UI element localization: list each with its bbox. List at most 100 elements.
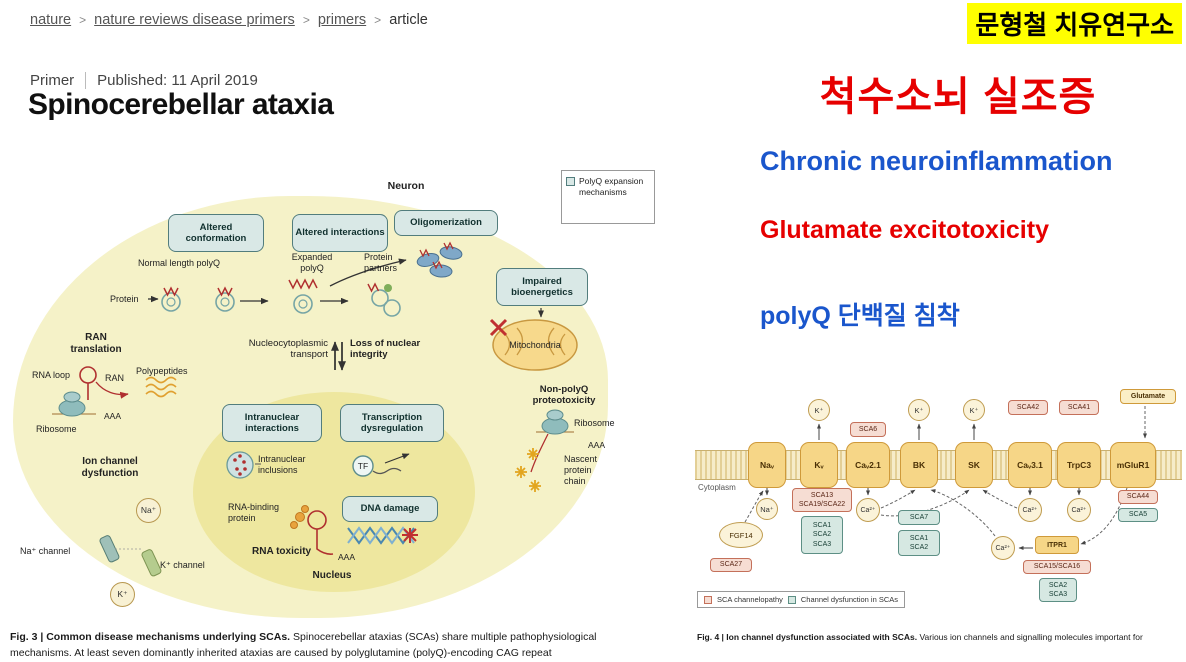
label-expanded-polyq: Expanded polyQ [291, 252, 333, 273]
dna-damage-icon [347, 526, 418, 545]
figure-4-caption: Fig. 4 | Ion channel dysfunction associa… [697, 632, 1186, 642]
sodium-ion-badge: Na⁺ [136, 498, 161, 523]
badge-line: SCA13 [810, 491, 834, 499]
article-type: Primer [30, 72, 75, 89]
potassium-ion-badge: K⁺ [110, 582, 135, 607]
breadcrumb-link-journal[interactable]: nature reviews disease primers [94, 12, 295, 28]
channel-kv: Kᵥ [800, 442, 838, 488]
sca6-badge: SCA6 [850, 422, 886, 437]
label-protein: Protein [110, 294, 139, 304]
label-protein-partners: Protein partners [364, 252, 398, 273]
box-intranuclear-interactions: Intranuclear interactions [222, 404, 322, 442]
channel-trpc3: TrpC3 [1057, 442, 1101, 488]
ribosome-icon [52, 391, 96, 417]
breadcrumb: nature > nature reviews disease primers > pr… [30, 12, 428, 28]
breadcrumb-link-nature[interactable]: nature [30, 12, 72, 28]
calcium-ion-badge: Ca²⁺ [991, 536, 1015, 560]
figure-4: Cytoplasm Naᵥ Kᵥ Caᵥ2.1 BK SK Caᵥ3.1 Trp… [695, 388, 1182, 616]
potassium-ion-badge: K⁺ [808, 399, 830, 421]
breadcrumb-separator: > [374, 13, 382, 27]
label-nascent-protein-chain: Nascent protein chain [564, 454, 598, 486]
published-date: Published: 11 April 2019 [97, 72, 258, 89]
label-mitochondria: Mitochondria [509, 340, 561, 350]
channelopathy-legend-swatch [704, 595, 712, 604]
figure-3-caption-text: Spinocerebellar ataxias (SCAs) share mul… [290, 631, 597, 643]
sca1-sca2-sca3-badge: SCA1 SCA2 SCA3 [801, 516, 843, 554]
itpr1-badge: ITPR1 [1035, 536, 1079, 554]
label-aaa-nucleus: AAA [338, 552, 356, 562]
nascent-chain-icon [515, 433, 549, 492]
channel-mglur1: mGluR1 [1110, 442, 1156, 488]
figure-3-caption-title: Fig. 3 | Common disease mechanisms under… [10, 631, 291, 643]
label-rna-loop: RNA loop [32, 370, 71, 380]
label-tf: TF [357, 461, 369, 471]
polyq-legend-swatch [566, 177, 575, 186]
sca41-badge: SCA41 [1059, 400, 1099, 415]
label-rna-toxicity: RNA toxicity [252, 546, 312, 557]
bullet-excitotoxicity: Glutamate excitotoxicity [760, 216, 1049, 244]
figure-3-legend: PolyQ expansion mechanisms [561, 170, 655, 224]
badge-line: SCA3 [812, 540, 832, 548]
label-ribosome-left: Ribosome [36, 424, 77, 434]
fgf14-badge: FGF14 [719, 522, 763, 548]
sca2-sca3-badge: SCA2 SCA3 [1039, 578, 1077, 602]
box-transcription-dysregulation: Transcription dysregulation [340, 404, 444, 442]
calcium-ion-badge: Ca²⁺ [1018, 498, 1042, 522]
nonpolyq-ribosome-icon [536, 409, 574, 435]
ion-flow-arrows [765, 423, 1081, 550]
breadcrumb-link-primers[interactable]: primers [317, 12, 367, 28]
label-aaa-left: AAA [104, 411, 122, 421]
dysfunction-legend-swatch [787, 595, 796, 604]
label-intranuclear-inclusions: Intranuclear inclusions [258, 454, 306, 475]
label-loss-of-nuclear-integrity: Loss of nuclear integrity [350, 338, 421, 361]
breadcrumb-separator: > [79, 13, 87, 27]
flow-arrows [148, 258, 407, 305]
sca27-badge: SCA27 [710, 558, 752, 572]
label-ribosome-right: Ribosome [574, 418, 615, 428]
potassium-ion-badge: K⁺ [963, 399, 985, 421]
figure-4-legend: SCA channelopathy Channel dysfunction in… [697, 591, 906, 608]
page-title: Spinocerebellar ataxia [28, 88, 334, 121]
ion-channel-icons [99, 535, 162, 577]
rna-loop-icon [79, 366, 129, 400]
badge-line: SCA2 [909, 544, 929, 551]
sca5-badge: SCA5 [1118, 508, 1158, 522]
breadcrumb-current-article: article [389, 12, 428, 28]
research-lab-banner: 문형철 치유연구소 [967, 3, 1182, 44]
label-ran: RAN [105, 373, 125, 383]
box-altered-conformation: Altered conformation [168, 214, 264, 252]
box-impaired-bioenergetics: Impaired bioenergetics [496, 268, 588, 306]
figure-3-artwork [52, 241, 578, 577]
calcium-ion-badge: Ca²⁺ [856, 498, 880, 522]
label-normal-length-polyq: Normal length polyQ [138, 258, 221, 268]
figure-4-artwork [744, 406, 1147, 550]
korean-heading: 척수소뇌 실조증 [819, 75, 1097, 119]
figure-4-caption-text: Various ion channels and signalling mole… [917, 632, 1143, 642]
sca1-sca2-badge: SCA1 SCA2 [898, 530, 940, 556]
sca42-badge: SCA42 [1008, 400, 1048, 415]
label-polypeptides: Polypeptides [136, 366, 188, 376]
badge-line: SCA3 [1048, 591, 1068, 598]
sca13-sca19-sca22-badge: SCA13 SCA19/SCA22 [792, 488, 852, 512]
figure-3-caption: Fig. 3 | Common disease mechanisms under… [10, 630, 692, 662]
breadcrumb-separator: > [302, 13, 310, 27]
label-rna-binding-protein: RNA-binding protein [228, 502, 280, 523]
channelopathy-legend-label: SCA channelopathy [717, 595, 783, 604]
figure-3-caption-line2: mechanisms. At least seven dominantly in… [10, 646, 552, 659]
sca44-badge: SCA44 [1118, 490, 1158, 504]
box-oligomerization: Oligomerization [394, 210, 498, 236]
box-altered-interactions: Altered interactions [292, 214, 388, 252]
article-kicker-row: Primer Published: 11 April 2019 [30, 72, 258, 89]
tf-icon [352, 453, 410, 477]
polyq-protein-icons [161, 278, 401, 317]
badge-line: SCA19/SCA22 [798, 501, 846, 508]
badge-line: SCA2 [812, 531, 832, 539]
glutamate-badge: Glutamate [1120, 389, 1176, 404]
figure-3: PolyQ expansion mechanisms Neuron Altere… [8, 168, 658, 626]
label-nucleocytoplasmic-transport: Nucleocytoplasmic transport [248, 338, 328, 361]
sca15-sca16-badge: SCA15/SCA16 [1023, 560, 1091, 574]
badge-line: SCA2 [1048, 581, 1068, 589]
label-ion-channel-dysfunction: Ion channel dysfunction [81, 456, 139, 479]
oligomer-icon [416, 241, 463, 278]
rna-toxicity-icon [290, 505, 334, 555]
